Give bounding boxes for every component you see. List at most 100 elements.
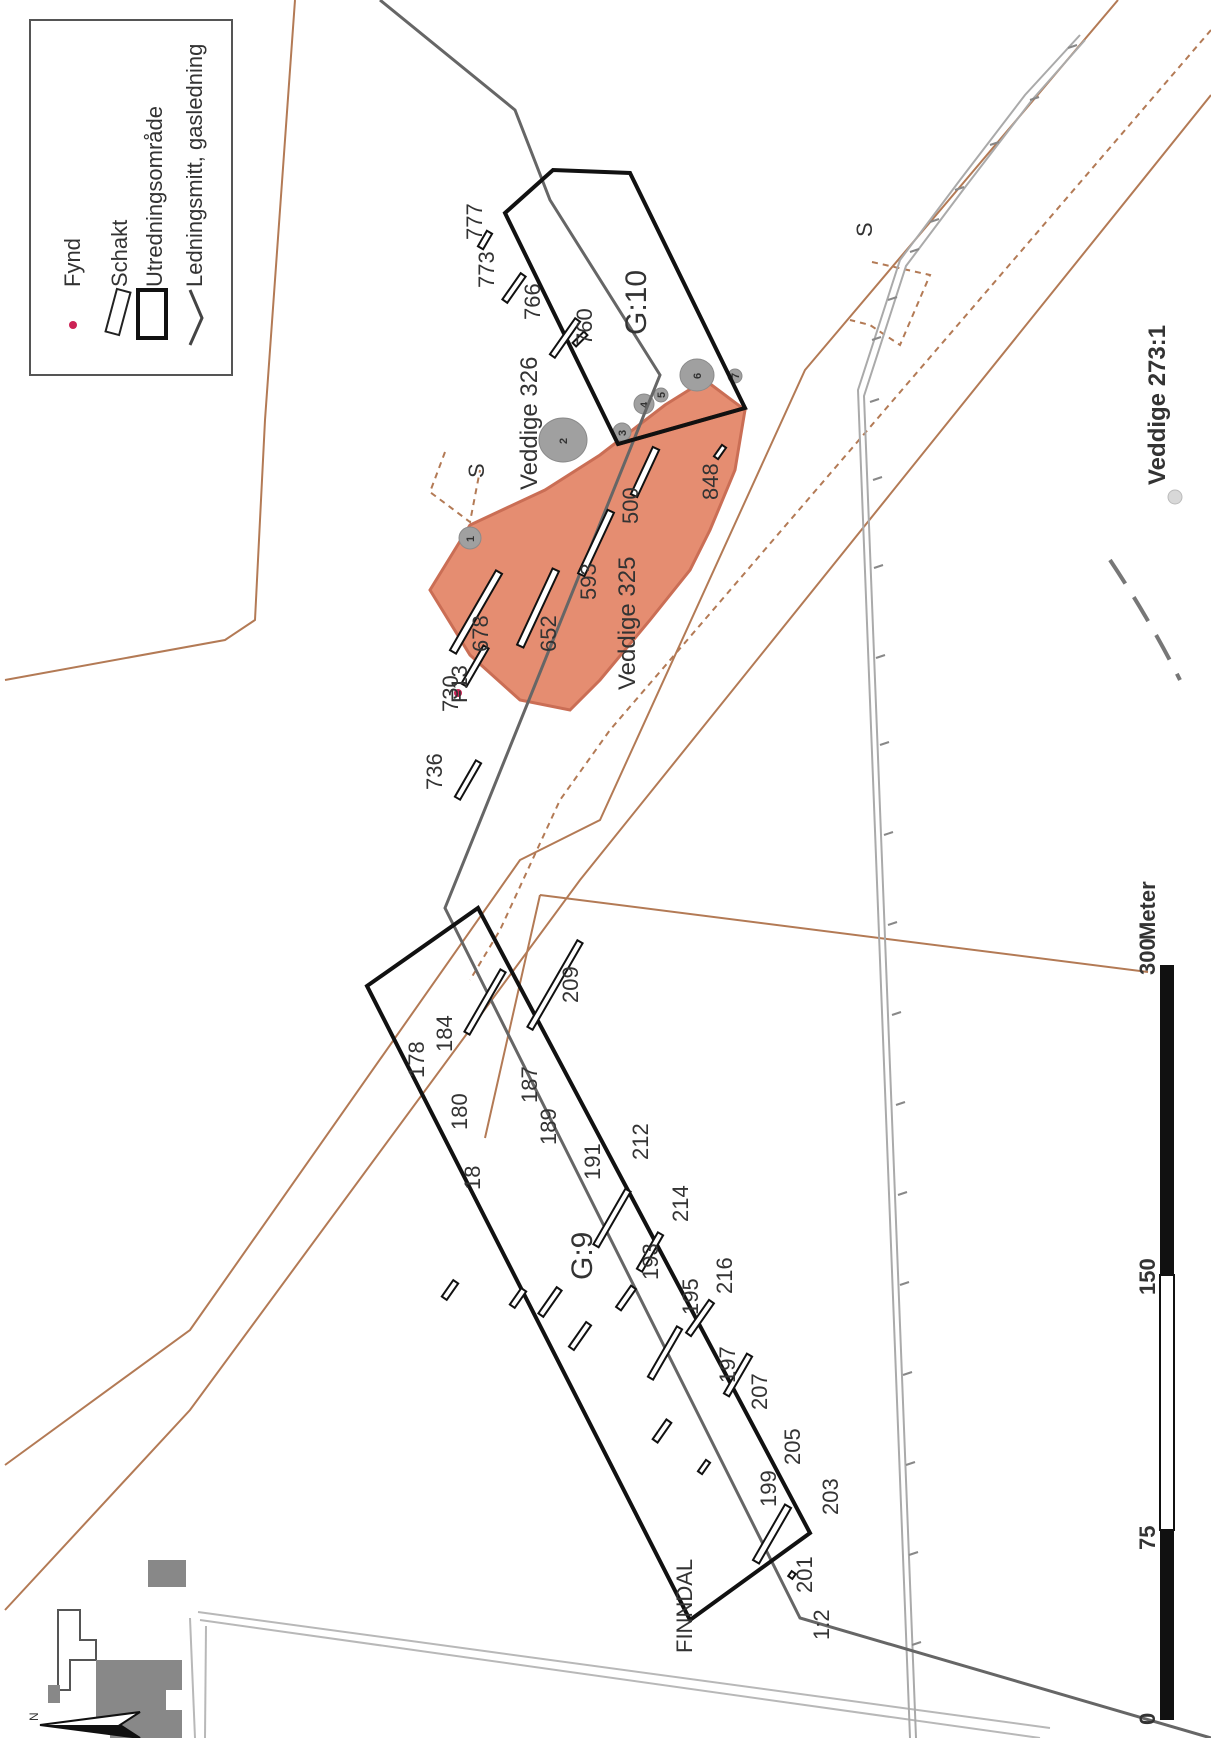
- trench-label: 214: [668, 1185, 693, 1222]
- building: [148, 1560, 186, 1587]
- trench: [463, 967, 507, 1037]
- veddige-325-area: [428, 378, 747, 712]
- trench-label: 730: [438, 675, 463, 712]
- trench: [684, 1298, 716, 1338]
- trench: [526, 938, 584, 1032]
- trench: [696, 1458, 712, 1476]
- power-line: [856, 34, 1086, 1738]
- pole-tick: [929, 218, 940, 223]
- legend-label-fynd: Fynd: [60, 238, 85, 287]
- pole-tick: [875, 654, 886, 659]
- scale-segment: [1159, 1274, 1175, 1531]
- trench-label: 652: [536, 615, 561, 652]
- power-line-ticks: [869, 44, 1078, 1646]
- legend-label-schakt: Schakt: [107, 220, 132, 287]
- find-label-f13: F13: [447, 665, 472, 703]
- feature-label: 2: [558, 438, 570, 444]
- pole-tick: [1029, 96, 1040, 101]
- legend-box: [29, 19, 233, 376]
- trench-label: 500: [618, 487, 643, 524]
- veddige-273-label: Veddige 273:1: [1144, 325, 1171, 485]
- scale-bar: 0 75 150 300 Meter: [1135, 881, 1175, 1725]
- dashed-boundaries: [428, 29, 1211, 981]
- pole-tick: [895, 1101, 906, 1106]
- trench: [548, 316, 582, 360]
- feature-2: [538, 417, 588, 463]
- features: [458, 358, 743, 550]
- road-lines: [189, 1611, 1051, 1738]
- trench-label: 191: [580, 1143, 605, 1180]
- feature-6: [679, 358, 715, 392]
- trench: [508, 1286, 528, 1310]
- trench-label: 216: [712, 1257, 737, 1294]
- feature-label: 1: [465, 536, 477, 542]
- trench-label: 189: [536, 1108, 561, 1145]
- site-letter-s: S: [852, 222, 877, 237]
- scale-unit: Meter: [1135, 881, 1160, 940]
- trench: [515, 567, 561, 649]
- trench-label: 766: [520, 283, 545, 320]
- scale-segment: [1160, 1530, 1174, 1720]
- trench-label: 773: [474, 251, 499, 288]
- trench: [571, 330, 589, 348]
- legend-trench-symbol: [104, 287, 132, 337]
- pole-tick: [954, 186, 965, 191]
- trench: [751, 1503, 793, 1565]
- trench-label: 678: [468, 615, 493, 652]
- legend-find-dot: [69, 321, 77, 329]
- veddige-273-dashed-arc: [1108, 558, 1182, 681]
- feature-label: 5: [656, 392, 668, 398]
- pole-tick: [905, 1461, 916, 1466]
- trenches: [440, 229, 798, 1581]
- feature-label: 4: [639, 401, 651, 408]
- legend-line-symbol: [188, 289, 204, 346]
- pole-tick: [883, 831, 894, 836]
- veddige-326-label: Veddige 326: [516, 357, 543, 490]
- pole-tick: [887, 921, 898, 926]
- feature-label: 3: [617, 430, 629, 436]
- g10-investigation-area: [502, 167, 748, 447]
- trench: [629, 445, 661, 499]
- trench: [635, 1230, 665, 1274]
- g10-label: G:10: [620, 270, 653, 335]
- trench-label: 203: [818, 1478, 843, 1515]
- trench: [646, 1325, 684, 1381]
- trench-label: 207: [747, 1373, 772, 1410]
- trench-label: 18: [460, 1166, 485, 1190]
- trench-label: 201: [792, 1556, 817, 1593]
- pole-tick: [989, 141, 1000, 146]
- trench: [567, 1320, 593, 1352]
- trench: [453, 758, 483, 802]
- pole-tick: [1067, 44, 1078, 49]
- legend-area-symbol: [136, 288, 168, 340]
- trench-label: 205: [780, 1428, 805, 1465]
- building: [48, 1685, 60, 1703]
- trench-label: 184: [432, 1015, 457, 1052]
- ref-1-2-label: 1:2: [809, 1609, 834, 1640]
- trench-label: 777: [462, 203, 487, 240]
- trench-label: 760: [572, 308, 597, 345]
- trench: [722, 1352, 754, 1398]
- pole-tick: [909, 248, 920, 253]
- feature-label: 6: [692, 373, 704, 379]
- pole-tick: [897, 1191, 908, 1196]
- trench: [786, 1569, 798, 1581]
- pole-tick: [887, 296, 898, 301]
- g9-label: G:9: [566, 1232, 599, 1280]
- pole-tick: [871, 336, 882, 341]
- trench: [476, 229, 494, 251]
- feature-label: 7: [730, 373, 742, 379]
- trench-label: 593: [576, 563, 601, 600]
- scale-tick-300: 300: [1135, 938, 1160, 975]
- trench: [448, 569, 504, 655]
- pole-tick: [873, 564, 884, 569]
- scale-tick-75: 75: [1135, 1526, 1160, 1550]
- scale-segment: [1160, 965, 1174, 1275]
- pole-tick: [902, 1371, 913, 1376]
- trench-label: 193: [638, 1243, 663, 1280]
- site-letter-s: S: [464, 463, 489, 478]
- trench: [460, 644, 490, 688]
- trench: [500, 271, 528, 305]
- trench: [536, 1285, 564, 1319]
